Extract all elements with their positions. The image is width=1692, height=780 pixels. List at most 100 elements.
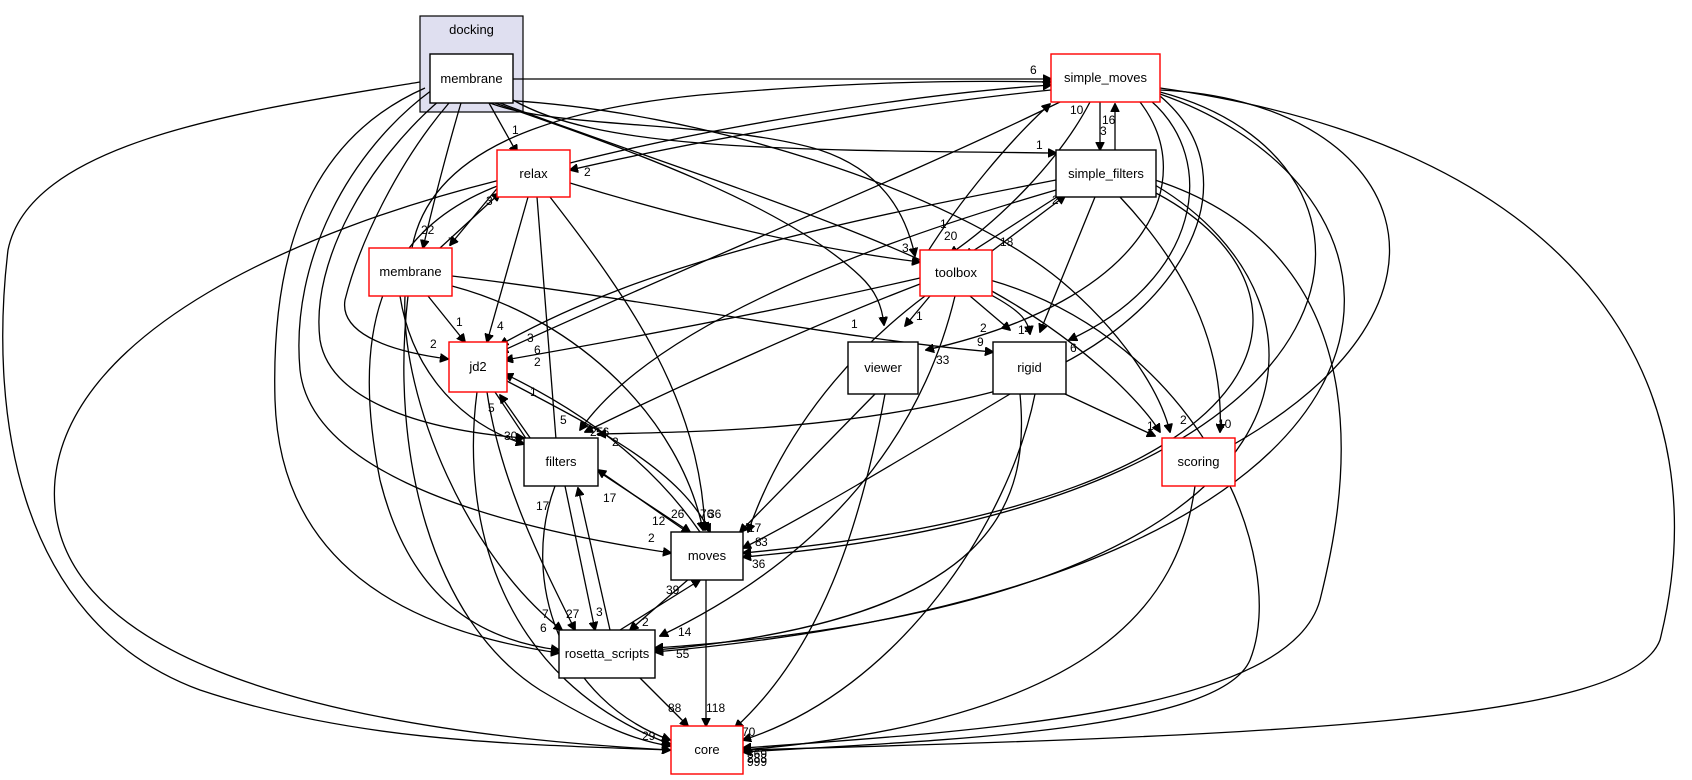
node-membrane-label: membrane xyxy=(379,264,441,279)
edge-label-jd2-core: 2 xyxy=(534,355,541,369)
edge-simple-moves-to-scoring xyxy=(1159,89,1391,452)
edge-label-filters-jd2: 5 xyxy=(488,401,495,415)
node-core-label: core xyxy=(694,742,719,757)
edge-label-sm-core: 369 xyxy=(747,747,767,761)
node-scoring[interactable]: scoring xyxy=(1161,437,1236,487)
edge-label-toolbox-moves: 17 xyxy=(748,521,762,535)
edge-filters-to-core xyxy=(542,485,670,740)
edge-simple-moves-to-core xyxy=(743,87,1676,750)
node-rigid-box xyxy=(992,341,1067,395)
edge-simple-moves-to-rosetta-scripts xyxy=(655,93,1345,652)
edge-membrane-docking-to-scoring xyxy=(499,99,1170,432)
edge-simple-filters-to-toolbox xyxy=(965,194,1061,256)
edge-label-toolbox-sm: 10 xyxy=(1070,103,1084,117)
edge-label-simple-filters-rigid: 6 xyxy=(1070,341,1077,355)
node-moves[interactable]: moves xyxy=(670,531,744,581)
edge-simple-filters-to-moves xyxy=(743,189,1254,553)
node-filters[interactable]: filters xyxy=(523,437,599,487)
edge-relax-to-simple-moves xyxy=(569,85,1051,164)
edge-label-sm-toolbox: 20 xyxy=(944,229,958,243)
edge-toolbox-to-rigid xyxy=(969,295,1010,330)
node-core[interactable]: core xyxy=(670,725,744,775)
edge-label-moves-rosetta-b: 14 xyxy=(678,625,692,639)
node-simple-filters[interactable]: simple_filters xyxy=(1055,149,1157,198)
edge-label-filters-moves: 26 xyxy=(671,507,685,521)
node-simple-filters-box xyxy=(1055,149,1157,198)
edge-jd2-to-rosetta-scripts xyxy=(486,391,575,630)
edge-simple-filters-to-filters xyxy=(580,189,1057,430)
node-viewer-label: viewer xyxy=(864,360,902,375)
edge-label-mem-moves: 76 xyxy=(700,507,714,521)
edge-simple-filters-to-core xyxy=(743,179,1342,748)
node-relax[interactable]: relax xyxy=(496,149,571,198)
node-jd2[interactable]: jd2 xyxy=(448,341,508,393)
edge-simple-filters-to-rigid xyxy=(1040,196,1096,332)
edge-label-md-filters: 30 xyxy=(504,429,518,443)
edge-membrane-to-core xyxy=(403,295,670,746)
node-rigid[interactable]: rigid xyxy=(992,341,1067,395)
edge-toolbox-to-scoring xyxy=(989,289,1160,432)
edge-membrane-docking-to-moves xyxy=(298,89,671,553)
edge-label-relax-sm: 2 xyxy=(584,165,591,179)
edge-membrane-docking-to-rosetta-scripts xyxy=(274,87,559,653)
edge-viewer-to-core xyxy=(735,393,886,728)
node-relax-box xyxy=(496,149,571,198)
node-simple-moves[interactable]: simple_moves xyxy=(1050,53,1161,103)
edge-label-jd2-rosetta: 27 xyxy=(566,607,580,621)
edge-simple-moves-to-jd2 xyxy=(500,101,1061,352)
edge-label-simple-filters-toolbox: 18 xyxy=(1000,235,1014,249)
edge-label-mem-jd2: 1 xyxy=(456,315,463,329)
node-core-box xyxy=(670,725,744,775)
edge-simple-filters-to-scoring xyxy=(1119,196,1220,432)
edge-membrane-docking-to-filters xyxy=(318,99,524,438)
edge-simple-moves-to-rigid xyxy=(1069,99,1191,340)
edge-label-toolbox-viewer: 1 xyxy=(916,309,923,323)
edge-membrane-docking-to-relax xyxy=(488,102,517,153)
edge-label-toolbox-rigid: 2 xyxy=(980,321,987,335)
edge-label-toolbox-jd2: 6 xyxy=(534,343,541,357)
edge-label-toolbox-simple-filters: 2 xyxy=(1052,193,1059,207)
edge-membrane-docking-to-core xyxy=(2,81,670,750)
edge-label-sm-scoring: 1 xyxy=(1147,419,1154,433)
edge-label-mem-relax: 3 xyxy=(486,194,493,208)
edge-label-md-moves: 2 xyxy=(648,531,655,545)
node-membrane-docking-box xyxy=(429,53,514,104)
node-rosetta-scripts[interactable]: rosetta_scripts xyxy=(558,629,656,679)
node-simple-moves-label: simple_moves xyxy=(1064,70,1148,85)
node-toolbox[interactable]: toolbox xyxy=(919,249,993,297)
node-scoring-label: scoring xyxy=(1178,454,1220,469)
edge-relax-to-toolbox xyxy=(569,182,920,262)
edge-simple-moves-to-moves xyxy=(743,91,1316,557)
node-membrane[interactable]: membrane xyxy=(368,247,453,297)
edge-simple-moves-to-relax xyxy=(570,89,1052,170)
node-simple-moves-box xyxy=(1050,53,1161,103)
cluster-docking-label: docking xyxy=(449,22,494,37)
edge-label-simple-filters-scoring: 10 xyxy=(1218,417,1232,431)
edge-label-rigid-rosetta: 55 xyxy=(676,647,690,661)
edge-scoring-to-core xyxy=(743,485,1196,750)
edge-simple-filters-to-rosetta-scripts xyxy=(655,184,1270,648)
node-viewer[interactable]: viewer xyxy=(847,341,919,395)
node-moves-box xyxy=(670,531,744,581)
edge-label-sm-viewer: 1 xyxy=(851,317,858,331)
node-rosetta-scripts-label: rosetta_scripts xyxy=(565,646,650,661)
node-moves-label: moves xyxy=(688,548,727,563)
edge-label-relax-filters: 5 xyxy=(560,413,567,427)
edge-membrane-docking-to-membrane xyxy=(423,102,462,248)
edge-toolbox-to-jd2 xyxy=(505,277,921,360)
nodes: membrane simple_moves relax simple_filte… xyxy=(368,53,1236,775)
edge-toolbox-to-viewer xyxy=(905,295,931,326)
edge-toolbox-to-simple-filters xyxy=(979,196,1065,261)
edge-label-simple-filters-sm: 16 xyxy=(1102,113,1116,127)
node-relax-label: relax xyxy=(519,166,548,181)
node-scoring-box xyxy=(1161,437,1236,487)
node-jd2-box xyxy=(448,341,508,393)
node-rosetta-scripts-box xyxy=(558,629,656,679)
edge-label-relax-toolbox: 3 xyxy=(902,241,909,255)
edge-simple-moves-to-toolbox xyxy=(950,101,1091,254)
edge-membrane-docking-to-toolbox xyxy=(489,102,915,256)
edge-label-relax-rigid: 9 xyxy=(977,335,984,349)
node-membrane-docking[interactable]: membrane xyxy=(429,53,514,104)
edge-label-toolbox-core: 288 xyxy=(747,751,767,765)
node-viewer-box xyxy=(847,341,919,395)
